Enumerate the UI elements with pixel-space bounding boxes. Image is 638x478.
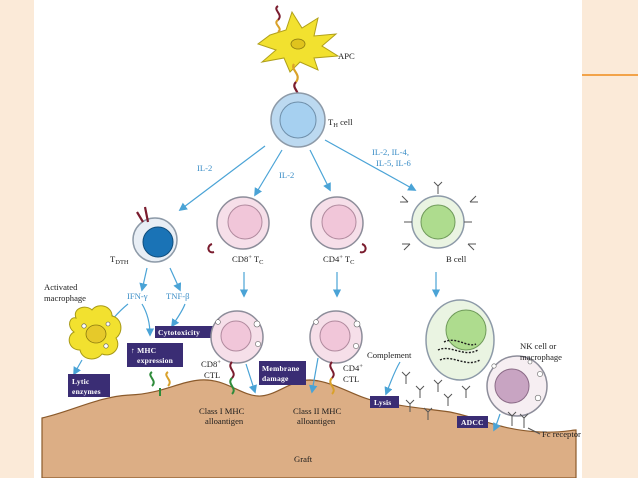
activated-macrophage-label-2: macrophage <box>44 293 86 303</box>
antibodies <box>401 371 471 420</box>
cd4-ctl-label-2: CTL <box>343 374 359 384</box>
membrane-damage-box: Membrane damage <box>259 361 306 385</box>
cd4-ctl-cell <box>309 310 363 395</box>
svg-text:↑ MHC: ↑ MHC <box>131 346 156 355</box>
arrow-th-to-cd4 <box>309 149 331 192</box>
il2-left-label: IL-2 <box>197 163 212 173</box>
lysis-box: Lysis <box>370 396 399 408</box>
cd8-ctl-cell <box>210 310 264 395</box>
arrow-macrophage-lytic <box>73 359 83 376</box>
cd4-ctl-label-1: CD4+ <box>343 363 363 373</box>
activated-macrophage-cell <box>68 305 122 360</box>
cd8-ctl-label-1: CD8+ <box>201 359 221 369</box>
class2-mhc-label-1: Class II MHC <box>293 406 341 416</box>
ifn-gamma-label: IFN-γ <box>127 291 148 301</box>
b-cell <box>400 181 478 251</box>
lytic-enzymes-box: Lytic enzymes <box>68 374 110 397</box>
il2-center-label: IL-2 <box>279 170 294 180</box>
tnf-beta-label: TNF-β <box>166 291 189 301</box>
right-side-panel <box>582 0 638 478</box>
fc-receptor-label: Fc receptor <box>542 429 581 439</box>
graft-label: Graft <box>294 454 313 464</box>
plasma-cell <box>425 299 495 381</box>
svg-text:damage: damage <box>262 374 289 383</box>
arrow-cd8-ctl-graft <box>245 363 257 394</box>
nk-cell-label-2: macrophage <box>520 352 562 362</box>
arrow-ifn-mhc <box>141 303 155 337</box>
arrow-nk-adcc <box>493 413 501 432</box>
cd4-tc-cell <box>310 196 367 254</box>
tdth-label: TDTH <box>110 254 129 266</box>
th-cell-label: TH cell <box>328 117 353 129</box>
cd8-ctl-label-2: CTL <box>204 370 220 380</box>
arrow-tdth-ifn <box>139 267 148 292</box>
complement-label: Complement <box>367 350 412 360</box>
svg-text:Lysis: Lysis <box>374 398 391 407</box>
fc-receptor-icon <box>507 411 541 435</box>
cytotoxicity-box: Cytotoxicity <box>155 326 213 338</box>
cd8-tc-label: CD8+ TC <box>232 254 264 266</box>
svg-text:Membrane: Membrane <box>262 364 300 373</box>
arrow-tnf-cytotoxicity <box>171 303 186 328</box>
arrow-th-to-bcell <box>324 139 417 191</box>
nk-cell <box>486 355 548 417</box>
nk-cell-label-1: NK cell or <box>520 341 556 351</box>
apc-cell <box>256 5 340 73</box>
svg-text:Cytotoxicity: Cytotoxicity <box>158 328 200 337</box>
mhc-expression-box: ↑ MHC expression <box>127 343 183 367</box>
adcc-box: ADCC <box>457 416 488 428</box>
tdth-graft-antigens <box>149 371 171 396</box>
cd8-tc-cell <box>207 196 270 254</box>
arrow-complement-lysis <box>384 361 401 396</box>
svg-text:enzymes: enzymes <box>72 387 101 396</box>
class2-mhc-label-2: alloantigen <box>297 416 336 426</box>
th-cell <box>270 92 326 148</box>
svg-text:expression: expression <box>137 356 174 365</box>
activated-macrophage-label-1: Activated <box>44 282 78 292</box>
class1-mhc-label-2: alloantigen <box>205 416 244 426</box>
il-bcell-label-2: IL-5, IL-6 <box>376 158 412 168</box>
arrow-cd4-ctl-graft <box>309 357 319 394</box>
cd4-tc-label: CD4+ TC <box>323 254 355 266</box>
tdth-cell <box>132 206 178 263</box>
arrow-th-to-cd8 <box>254 149 283 197</box>
apc-label: APC <box>338 51 355 61</box>
class1-mhc-label-1: Class I MHC <box>199 406 245 416</box>
accent-rule <box>582 74 638 76</box>
svg-text:ADCC: ADCC <box>461 418 484 427</box>
il-bcell-label-1: IL-2, IL-4, <box>372 147 409 157</box>
bcell-label: B cell <box>446 254 467 264</box>
arrow-tdth-tnf <box>169 267 182 292</box>
arrow-th-to-tdth <box>178 145 266 212</box>
left-side-panel <box>0 0 34 478</box>
svg-text:Lytic: Lytic <box>72 377 90 386</box>
